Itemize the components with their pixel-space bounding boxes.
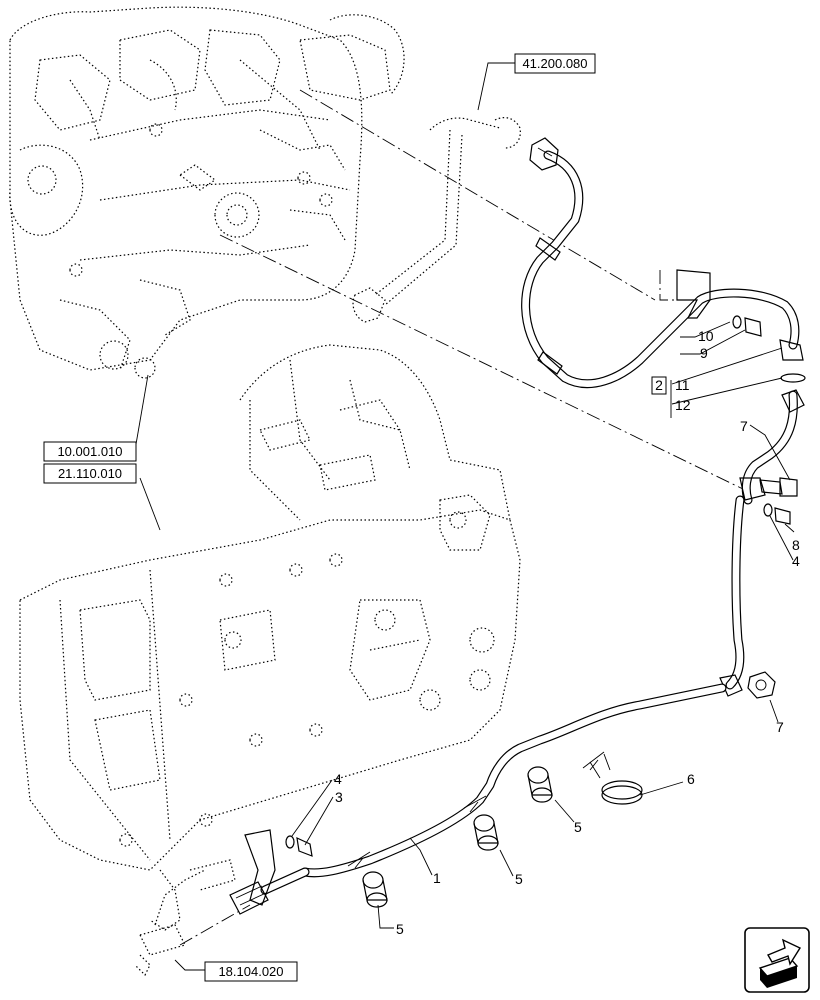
reference-box-21-110-010[interactable]: 21.110.010: [43, 463, 137, 484]
callout-9: 9: [700, 345, 708, 361]
transmission-housing-drawing: [19, 344, 521, 931]
reference-label: 21.110.010: [58, 466, 122, 481]
reference-label: 10.001.010: [57, 444, 122, 459]
callout-12: 12: [675, 397, 691, 413]
callout-5-c: 5: [396, 921, 404, 937]
callout-10: 10: [698, 328, 714, 344]
callout-1: 1: [433, 870, 441, 886]
callout-4-left: 4: [334, 771, 342, 787]
callout-6: 6: [687, 771, 695, 787]
next-page-arrow-icon[interactable]: [744, 927, 810, 993]
reference-box-10-001-010[interactable]: 10.001.010: [43, 441, 137, 462]
callout-7-upper: 7: [740, 418, 748, 434]
callout-7-lower: 7: [776, 719, 784, 735]
callout-labels: 10 9 2 11 12 7 8 4 7 6 5 5 1 5 4 3: [334, 328, 800, 937]
reference-box-41-200-080[interactable]: 41.200.080: [514, 53, 596, 74]
callout-4-right: 4: [792, 553, 800, 569]
leader-lines: [134, 62, 795, 971]
callout-2-box: [651, 376, 667, 395]
engine-block-drawing: [9, 6, 405, 379]
reference-label: 41.200.080: [522, 56, 587, 71]
callout-5-b: 5: [515, 871, 523, 887]
callout-8: 8: [792, 537, 800, 553]
reference-box-18-104-020[interactable]: 18.104.020: [204, 961, 298, 982]
callout-2: 2: [655, 377, 663, 393]
callout-3: 3: [335, 789, 343, 805]
upper-pipe-41-200-080: [352, 117, 521, 323]
callout-5-a: 5: [574, 819, 582, 835]
callout-11: 11: [675, 377, 690, 393]
pipe-assembly: [134, 137, 806, 977]
reference-label: 18.104.020: [218, 964, 283, 979]
